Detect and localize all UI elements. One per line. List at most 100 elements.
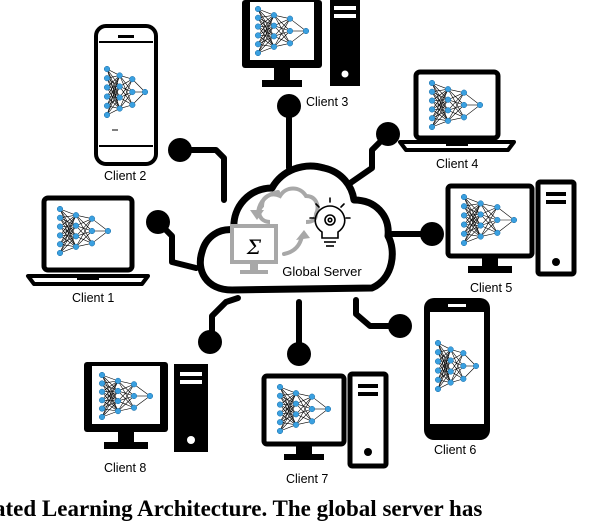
- nn-edge: [91, 230, 109, 244]
- nn-edge: [257, 25, 275, 45]
- nn-node: [434, 358, 442, 365]
- nn-node: [308, 393, 316, 400]
- nn-node: [98, 371, 106, 379]
- nn-node: [56, 249, 64, 257]
- nn-edge: [101, 390, 119, 418]
- nn-edge: [59, 226, 77, 248]
- nn-edge: [273, 18, 291, 47]
- nn-edge: [59, 236, 77, 254]
- neural-network-icon: [254, 5, 310, 57]
- nn-edge: [463, 214, 481, 244]
- nn-edge: [279, 403, 297, 423]
- nn-node: [460, 362, 467, 370]
- client-1: Client 1: [26, 195, 150, 305]
- nn-node: [286, 40, 294, 47]
- nn-node: [88, 215, 96, 222]
- nn-edge: [497, 206, 515, 221]
- nn-edge: [463, 215, 481, 237]
- nn-node: [460, 89, 468, 96]
- nn-node: [98, 413, 106, 421]
- nn-node: [72, 233, 80, 240]
- client-7: Client 7: [261, 371, 389, 486]
- nn-edge: [101, 400, 119, 418]
- nn-node: [286, 15, 294, 22]
- nn-edge: [295, 396, 313, 425]
- nn-edge: [106, 87, 120, 109]
- nn-edge: [257, 25, 275, 54]
- nn-edge: [106, 68, 120, 98]
- nn-edge: [117, 384, 135, 402]
- nn-node: [129, 88, 136, 96]
- nn-edge: [257, 35, 275, 48]
- nn-edge: [273, 14, 291, 32]
- nn-node: [460, 101, 468, 109]
- nn-node: [476, 101, 484, 109]
- nn-edge: [106, 86, 120, 116]
- nn-node: [56, 205, 64, 213]
- nn-edge: [431, 88, 449, 110]
- nn-node: [114, 408, 122, 415]
- nn-edge: [257, 14, 275, 36]
- nn-edge: [480, 203, 498, 221]
- nn-edge: [431, 109, 449, 122]
- nn-edge: [257, 15, 275, 45]
- nn-node: [428, 88, 436, 95]
- nn-edge: [480, 203, 498, 234]
- nn-edge: [480, 206, 498, 226]
- nn-node: [292, 390, 300, 397]
- nn-edge: [497, 219, 515, 234]
- nn-node: [130, 381, 138, 388]
- neural-network-icon: [428, 79, 484, 131]
- nn-edge: [279, 403, 297, 414]
- nn-edge: [311, 408, 329, 422]
- nn-edge: [101, 390, 119, 401]
- nn-edge: [257, 25, 275, 36]
- nn-edge: [91, 218, 109, 232]
- nn-edge: [437, 361, 451, 383]
- nn-edge: [279, 413, 297, 426]
- nn-node: [270, 12, 278, 19]
- nn-edge: [480, 214, 498, 234]
- nn-edge: [75, 214, 93, 232]
- client-4-label: Client 4: [436, 157, 478, 171]
- tower: [535, 179, 577, 277]
- nn-edge: [295, 393, 313, 422]
- nn-edge: [295, 392, 313, 410]
- nn-node: [116, 72, 123, 79]
- nn-edge: [101, 380, 119, 401]
- nn-edge: [447, 92, 465, 121]
- nn-node: [56, 241, 64, 248]
- nn-edge: [463, 203, 481, 244]
- nn-node: [72, 243, 80, 250]
- nn-node: [428, 79, 436, 87]
- nn-edge: [257, 15, 275, 54]
- nn-node: [98, 405, 106, 412]
- nn-node: [447, 368, 454, 375]
- nn-edge: [101, 374, 119, 392]
- nn-edge: [119, 91, 133, 109]
- client-6-label: Client 6: [434, 443, 476, 457]
- nn-node: [434, 349, 442, 356]
- nn-edge: [59, 215, 77, 254]
- nn-edge: [101, 390, 119, 409]
- nn-edge: [463, 206, 481, 226]
- nn-node: [88, 240, 96, 247]
- client-3-label: Client 3: [306, 95, 348, 109]
- client-2: Client 2: [94, 24, 158, 183]
- nn-node: [254, 14, 262, 21]
- nn-node: [460, 212, 468, 219]
- nn-edge: [437, 349, 451, 371]
- nn-edge: [289, 30, 307, 44]
- nn-node: [444, 117, 452, 124]
- nn-edge: [59, 215, 77, 245]
- nn-edge: [463, 205, 481, 215]
- nn-node: [72, 212, 80, 219]
- nn-node: [254, 5, 262, 13]
- nn-node: [494, 204, 501, 211]
- nn-node: [270, 43, 278, 50]
- nn-edge: [431, 88, 449, 101]
- nn-node: [103, 84, 111, 91]
- client-6: Client 6: [424, 298, 490, 457]
- figure-caption: ated Learning Architecture. The global s…: [0, 496, 483, 521]
- dot-client-6: [388, 314, 412, 338]
